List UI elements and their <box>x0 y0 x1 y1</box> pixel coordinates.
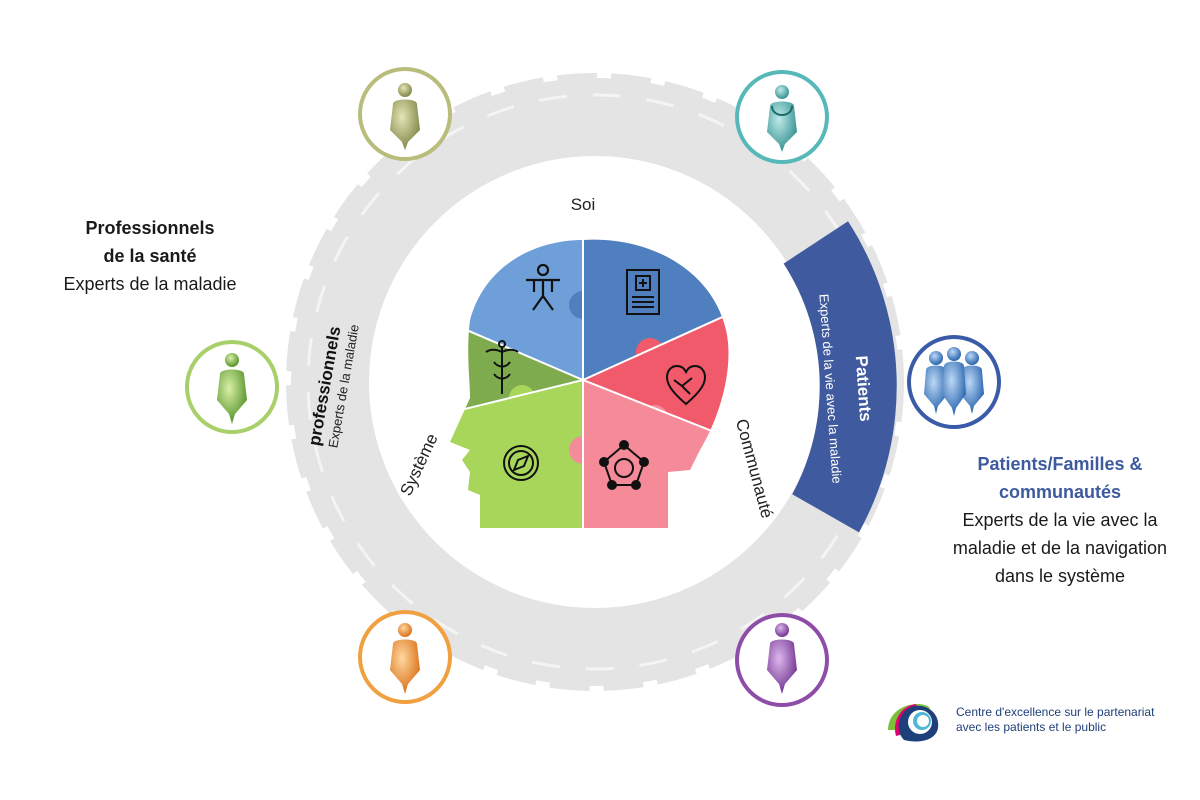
person-icon <box>767 623 797 694</box>
label-systeme: Système <box>396 431 441 499</box>
person-body-icon <box>526 263 560 311</box>
person-icon <box>217 353 247 424</box>
logo-text: Centre d'excellence sur le partenariat a… <box>956 705 1154 735</box>
logo-line1: Centre d'excellence sur le partenariat <box>956 705 1155 719</box>
community-network-icon <box>599 440 649 490</box>
professionals-description: Experts de la maladie <box>63 274 237 294</box>
figure-orange-circle <box>358 610 452 704</box>
figure-green-circle <box>185 340 279 434</box>
people-group-icon <box>924 347 984 416</box>
figure-teal-circle <box>735 70 829 164</box>
patients-description: Experts de la vie avec la maladie et de … <box>952 510 1168 586</box>
figure-group-blue-circle <box>907 335 1001 429</box>
puzzle-piece-compass <box>450 380 583 528</box>
caduceus-icon <box>485 340 519 394</box>
medical-record-icon <box>626 269 660 315</box>
outer-ring-arrows <box>286 73 904 691</box>
ring-label-patients: Patients <box>852 355 876 422</box>
patients-title: Patients/Familles & communautés <box>977 454 1143 502</box>
label-soi: Soi <box>571 195 596 214</box>
patients-band <box>783 221 897 533</box>
person-icon <box>390 623 420 694</box>
doctor-person-icon <box>767 85 797 152</box>
compass-icon <box>503 445 539 481</box>
patients-panel: Patients/Familles & communautés Experts … <box>945 450 1175 590</box>
professionals-title-line2: de la santé <box>103 246 197 266</box>
logo-line2: avec les patients et le public <box>956 720 1107 734</box>
figure-olive-circle <box>358 67 452 161</box>
puzzle-piece-handshake <box>583 300 729 450</box>
professionals-title-line1: Professionnels <box>85 218 215 238</box>
figure-purple-circle <box>735 613 829 707</box>
ceppp-logo: Centre d'excellence sur le partenariat a… <box>884 700 1184 744</box>
head-puzzle <box>450 239 729 528</box>
ceppp-logo-mark <box>888 704 939 742</box>
person-icon <box>390 83 420 150</box>
label-communaute: Communauté <box>732 417 777 521</box>
professionals-panel: Professionnels de la santé Experts de la… <box>60 214 240 298</box>
handshake-heart-icon <box>666 365 706 406</box>
